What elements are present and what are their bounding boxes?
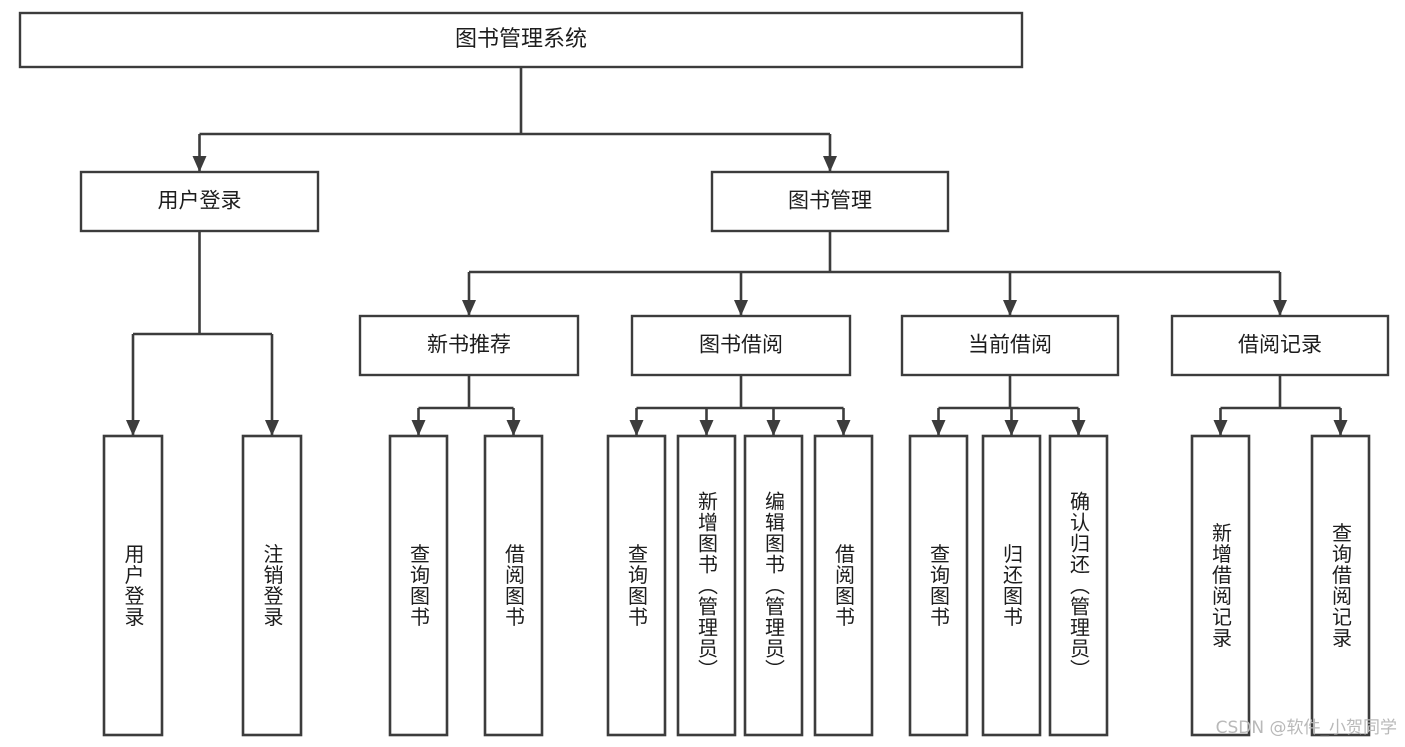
arrow-head-sub-current-borrow-2	[1071, 420, 1086, 436]
node-box-borrow-record	[1170, 314, 1390, 377]
node-label-borrow-record: 借阅记录	[1238, 333, 1322, 357]
arrow-head-root-0	[192, 156, 207, 172]
arrow-head-branch-book-management-1	[734, 300, 748, 316]
node-edit-book-admin[interactable]: 编辑图书（管理员）	[743, 434, 804, 737]
node-label-add-borrow-record: 新增借阅记录	[1209, 522, 1233, 648]
node-label-add-book-admin: 新增图书（管理员）	[695, 491, 719, 680]
node-query-book-2[interactable]: 查询图书	[606, 434, 667, 737]
node-box-book-borrow	[630, 314, 852, 377]
node-box-edit-book-admin	[743, 434, 804, 737]
node-label-query-book-3: 查询图书	[927, 543, 951, 627]
node-label-root: 图书管理系统	[455, 27, 587, 52]
node-label-book-borrow: 图书借阅	[699, 333, 783, 357]
node-label-user-login-leaf: 用户登录	[121, 544, 145, 628]
node-box-book-management	[710, 170, 950, 233]
arrow-head-branch-user-login-0	[126, 420, 140, 436]
node-add-book-admin[interactable]: 新增图书（管理员）	[676, 434, 737, 737]
node-label-new-book-recommend: 新书推荐	[427, 333, 511, 357]
node-label-query-borrow-record: 查询借阅记录	[1329, 522, 1353, 648]
arrow-head-sub-borrow-record-1	[1333, 420, 1348, 436]
node-label-book-management: 图书管理	[788, 189, 872, 213]
arrow-head-sub-new-book-recommend-1	[506, 420, 521, 436]
node-box-root	[18, 11, 1024, 69]
arrow-head-sub-book-borrow-3	[836, 420, 851, 436]
arrow-head-branch-book-management-2	[1003, 300, 1017, 316]
node-box-user-login	[79, 170, 320, 233]
node-box-query-book-3	[908, 434, 969, 737]
node-box-borrow-book-1	[483, 434, 544, 737]
node-return-book[interactable]: 归还图书	[981, 434, 1042, 737]
node-label-return-book: 归还图书	[1000, 543, 1024, 627]
node-user-logout-leaf[interactable]: 注销登录	[241, 434, 303, 737]
connectors-layer	[126, 67, 1348, 436]
node-box-query-book-1	[388, 434, 449, 737]
node-query-book-1[interactable]: 查询图书	[388, 434, 449, 737]
node-box-add-borrow-record	[1190, 434, 1251, 737]
node-borrow-book-1[interactable]: 借阅图书	[483, 434, 544, 737]
node-box-current-borrow	[900, 314, 1120, 377]
node-root[interactable]: 图书管理系统	[18, 11, 1024, 69]
node-borrow-book-2[interactable]: 借阅图书	[813, 434, 874, 737]
node-label-current-borrow: 当前借阅	[968, 333, 1052, 357]
node-current-borrow[interactable]: 当前借阅	[900, 314, 1120, 377]
node-box-query-borrow-record	[1310, 434, 1371, 737]
arrow-head-sub-book-borrow-0	[629, 420, 644, 436]
node-box-new-book-recommend	[358, 314, 580, 377]
arrow-head-sub-book-borrow-2	[766, 420, 781, 436]
node-borrow-record[interactable]: 借阅记录	[1170, 314, 1390, 377]
node-new-book-recommend[interactable]: 新书推荐	[358, 314, 580, 377]
node-box-query-book-2	[606, 434, 667, 737]
node-label-borrow-book-2: 借阅图书	[832, 543, 856, 627]
node-box-user-login-leaf	[102, 434, 164, 737]
arrow-head-branch-book-management-3	[1273, 300, 1287, 316]
arrow-head-branch-user-login-1	[265, 420, 279, 436]
node-box-user-logout-leaf	[241, 434, 303, 737]
arrow-head-sub-new-book-recommend-0	[411, 420, 426, 436]
node-add-borrow-record[interactable]: 新增借阅记录	[1190, 434, 1251, 737]
node-label-query-book-1: 查询图书	[407, 543, 431, 627]
node-query-book-3[interactable]: 查询图书	[908, 434, 969, 737]
arrow-head-root-1	[823, 156, 837, 172]
node-book-borrow[interactable]: 图书借阅	[630, 314, 852, 377]
node-label-query-book-2: 查询图书	[625, 543, 649, 627]
node-label-user-logout-leaf: 注销登录	[260, 543, 284, 627]
arrow-head-sub-borrow-record-0	[1213, 420, 1228, 436]
node-box-confirm-return-admin	[1048, 434, 1109, 737]
node-query-borrow-record[interactable]: 查询借阅记录	[1310, 434, 1371, 737]
arrow-head-sub-book-borrow-1	[699, 420, 714, 436]
node-box-add-book-admin	[676, 434, 737, 737]
node-label-user-login: 用户登录	[158, 189, 242, 213]
arrow-head-branch-book-management-0	[462, 300, 476, 316]
node-label-edit-book-admin: 编辑图书（管理员）	[762, 491, 786, 680]
node-user-login[interactable]: 用户登录	[79, 170, 320, 233]
node-confirm-return-admin[interactable]: 确认归还（管理员）	[1048, 434, 1109, 737]
node-label-confirm-return-admin: 确认归还（管理员）	[1067, 491, 1091, 680]
arrow-head-sub-current-borrow-1	[1004, 420, 1019, 436]
node-label-borrow-book-1: 借阅图书	[502, 543, 526, 627]
node-box-return-book	[981, 434, 1042, 737]
nodes-layer: 图书管理系统用户登录用户登录注销登录图书管理新书推荐查询图书借阅图书图书借阅查询…	[18, 11, 1390, 737]
node-book-management[interactable]: 图书管理	[710, 170, 950, 233]
node-box-borrow-book-2	[813, 434, 874, 737]
node-user-login-leaf[interactable]: 用户登录	[102, 434, 164, 737]
arrow-head-sub-current-borrow-0	[931, 420, 946, 436]
watermark-label: CSDN @软件_小贺同学	[1216, 718, 1397, 738]
